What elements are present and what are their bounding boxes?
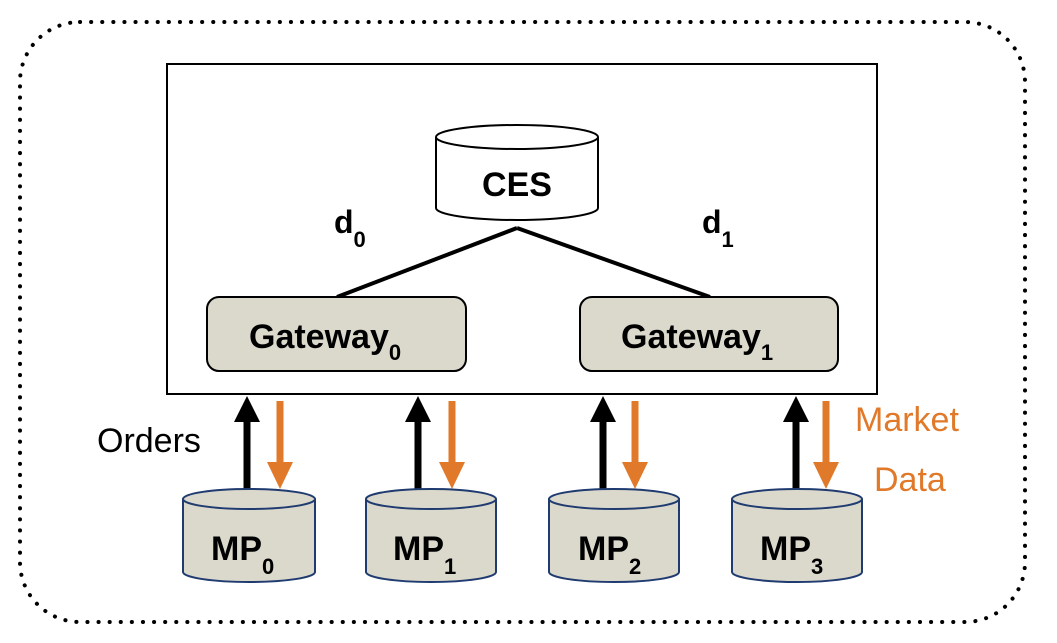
ces-database: CES [435, 124, 599, 221]
arrow-market-3 [813, 401, 839, 489]
mp-1-label: MP1 [393, 530, 456, 579]
market-data-label-line1: Market [855, 401, 959, 439]
link-d0 [336, 226, 518, 299]
mp-1: MP1 [365, 488, 497, 583]
gateway-0: Gateway0 [206, 296, 467, 372]
mp-2-label: MP2 [578, 530, 641, 579]
link-d1 [516, 226, 711, 299]
arrow-market-0 [267, 401, 293, 489]
arrow-market-2 [622, 401, 648, 489]
market-data-label-line2: Data [874, 461, 946, 499]
link-label-d0: d0 [334, 204, 366, 252]
mp-0-label: MP0 [211, 530, 274, 579]
mp-3: MP3 [731, 488, 863, 583]
system-boundary [18, 20, 1027, 624]
link-label-d1: d1 [702, 204, 734, 252]
ces-label: CES [482, 166, 552, 204]
mp-0: MP0 [182, 488, 316, 583]
gateway-1: Gateway1 [579, 296, 839, 372]
orders-label: Orders [97, 422, 201, 460]
mp-3-label: MP3 [760, 530, 823, 579]
mp-2: MP2 [548, 488, 680, 583]
arrow-orders-1 [405, 396, 431, 489]
arrow-orders-2 [590, 396, 616, 489]
arrow-orders-0 [234, 396, 260, 489]
gateway-0-label: Gateway0 [249, 318, 401, 365]
arrow-orders-3 [783, 396, 809, 489]
gateway-1-label: Gateway1 [621, 318, 773, 365]
arrow-market-1 [439, 401, 465, 489]
